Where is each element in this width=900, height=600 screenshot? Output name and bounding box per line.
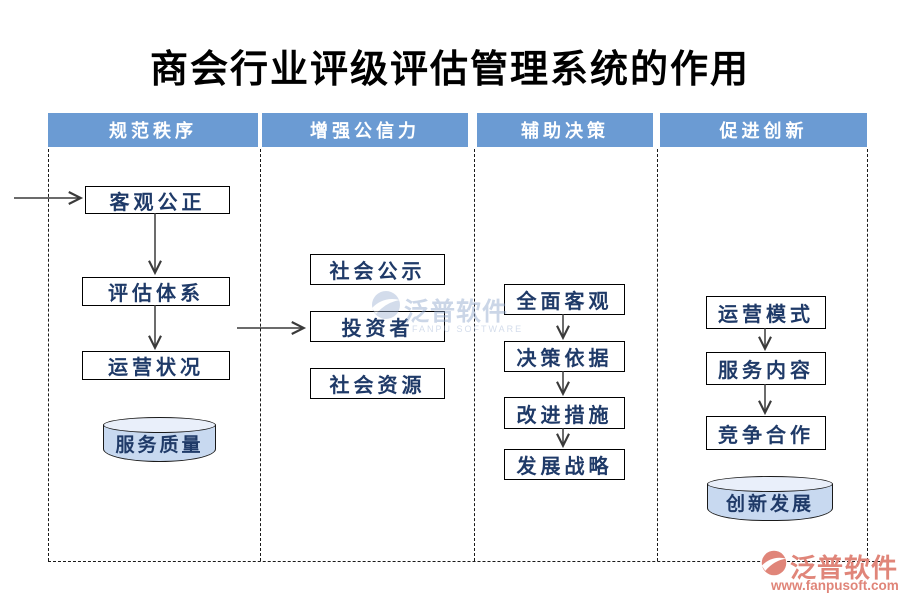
node-investors: 投资者 bbox=[310, 311, 445, 342]
brand-logo: 泛普软件 www.fanpusoft.com bbox=[760, 548, 900, 596]
lane-divider-2 bbox=[474, 149, 475, 561]
watermark-text: 泛普软件 bbox=[404, 297, 509, 326]
node-comprehensive-objective: 全面客观 bbox=[504, 284, 625, 315]
lane-border-right bbox=[867, 149, 868, 561]
header-assist-decision: 辅助决策 bbox=[477, 113, 653, 147]
node-operation-model: 运营模式 bbox=[706, 296, 826, 329]
header-promote-innovation: 促进创新 bbox=[660, 113, 867, 147]
cylinder-innovation-development: 创新发展 bbox=[707, 476, 833, 521]
node-improvement-measures: 改进措施 bbox=[504, 397, 625, 429]
lane-border-bottom bbox=[48, 561, 895, 562]
node-service-content: 服务内容 bbox=[706, 352, 826, 385]
lane-divider-3 bbox=[657, 149, 658, 561]
cylinder-service-quality: 服务质量 bbox=[103, 417, 216, 462]
header-standardize-order: 规范秩序 bbox=[48, 113, 258, 147]
node-competition-cooperation: 竞争合作 bbox=[706, 416, 826, 450]
node-social-resources: 社会资源 bbox=[310, 368, 445, 399]
brand-name: 泛普软件 bbox=[790, 554, 899, 584]
watermark-subtext: FANPU SOFTWARE bbox=[412, 324, 524, 334]
node-public-disclosure: 社会公示 bbox=[310, 254, 445, 285]
header-enhance-credibility: 增强公信力 bbox=[262, 113, 468, 147]
node-evaluation-system: 评估体系 bbox=[82, 277, 230, 306]
brand-swoosh-icon bbox=[761, 550, 787, 576]
node-development-strategy: 发展战略 bbox=[504, 449, 625, 480]
brand-url: www.fanpusoft.com bbox=[771, 578, 899, 593]
node-objectivity: 客观公正 bbox=[85, 186, 230, 214]
lane-divider-1 bbox=[260, 149, 261, 561]
page-title: 商会行业评级评估管理系统的作用 bbox=[149, 46, 750, 91]
node-decision-basis: 决策依据 bbox=[504, 341, 625, 372]
cylinder-top-ellipse bbox=[707, 476, 833, 492]
watermark: 泛普软件 FANPU SOFTWARE bbox=[370, 288, 521, 352]
cylinder-top-ellipse bbox=[103, 417, 216, 433]
lane-border-left bbox=[48, 149, 49, 561]
node-operation-status: 运营状况 bbox=[82, 351, 230, 380]
watermark-swoosh-icon bbox=[372, 291, 400, 319]
